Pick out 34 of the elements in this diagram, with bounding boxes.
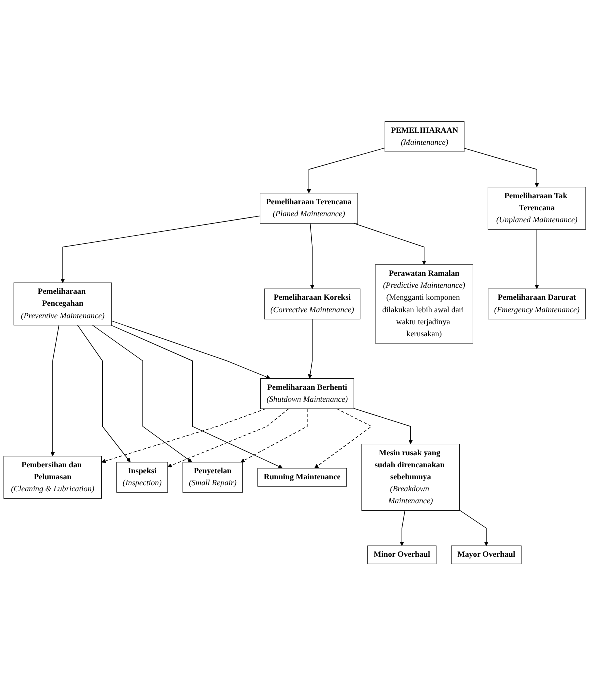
arrow [464, 148, 540, 188]
arrow [308, 319, 313, 379]
node-box: Mesin rusak yang sudah direncanakan sebelumnya (Breakdown Maintenance) [362, 444, 460, 512]
node-box: Pembersihan dan Pelumasan (Cleaning & Lubrication) [4, 456, 102, 499]
node-box: Pemeliharaan Darurat (Emergency Maintenance) [488, 288, 586, 320]
arrow [110, 325, 284, 469]
arrow [534, 229, 540, 290]
node-box: PEMELIHARAAN (Maintenance) [384, 122, 465, 152]
arrow [354, 223, 427, 266]
arrow [50, 325, 60, 457]
arrow [354, 408, 414, 444]
node-box: Inspeksi (Inspection) [116, 462, 168, 493]
arrow [92, 325, 192, 463]
arrow [60, 216, 261, 284]
arrow [310, 223, 315, 290]
node-box: Minor Overhaul [368, 546, 437, 564]
arrow [112, 320, 271, 380]
node-box: Running Maintenance [258, 468, 348, 487]
arrow [102, 408, 266, 464]
arrow [459, 510, 489, 546]
arrow [168, 408, 290, 468]
node-box: Penyetelan (Small Repair) [182, 462, 244, 493]
node-box: Pemeliharaan Pencegahan (Preventive Maintenance) [14, 282, 112, 326]
node-box: Pemeliharaan Berhenti (Shutdown Maintenance) [260, 378, 354, 410]
node-box: Mayor Overhaul [451, 546, 522, 564]
node-box: Pemeliharaan Koreksi (Corrective Maintenance) [264, 288, 361, 320]
node-box: Pemeliharaan Terencana (Planed Maintenance) [260, 193, 358, 224]
arrow [240, 408, 308, 463]
node-box: Perawatan Ramalan (Predictive Maintenance) (Mengganti komponen dilakukan lebih awal dari waktu terjadinya kerusakan) [375, 264, 474, 344]
arrow [314, 408, 372, 469]
arrow [77, 325, 131, 463]
arrow [306, 148, 386, 194]
arrow [400, 510, 406, 546]
node-box: Pemeliharaan Tak Terencana (Unplaned Maintenance) [488, 187, 586, 230]
